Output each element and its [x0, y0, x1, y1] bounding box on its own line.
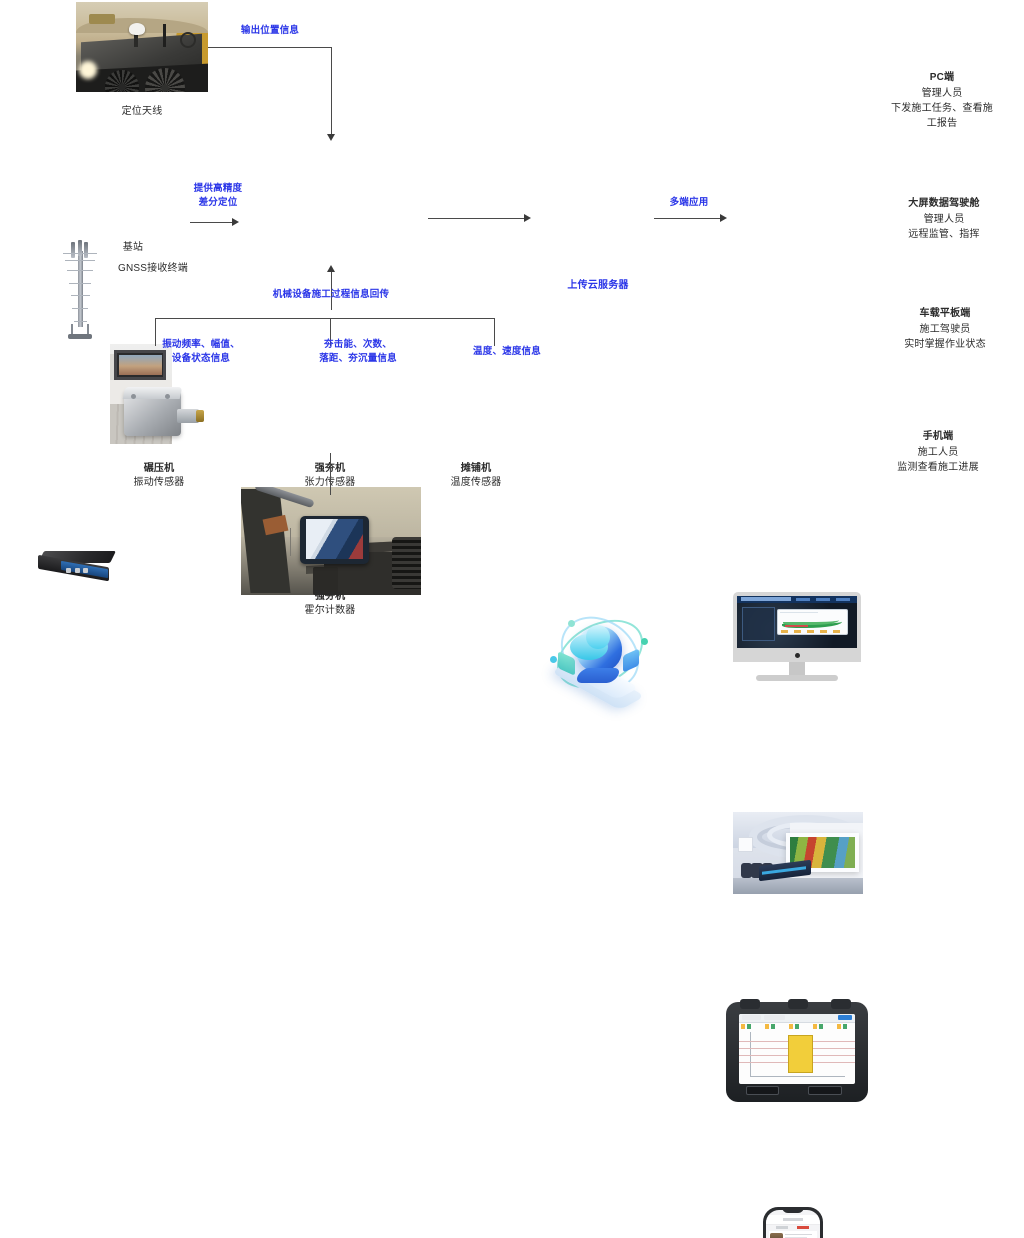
- paver-info-line1: 温度、速度信息: [473, 346, 541, 357]
- pc-terminal-title: PC端: [929, 72, 955, 83]
- sensor-drop-paver: [494, 318, 495, 346]
- roller-info-line1: 振动频率、幅值、: [162, 339, 240, 350]
- roller-equipment-name: 碾压机: [143, 463, 175, 474]
- pc-terminal-desc-line2: 工报告: [926, 118, 958, 129]
- paver-equipment-name: 摊铺机: [460, 463, 492, 474]
- vehicle-tablet-title: 车载平板端: [919, 308, 971, 319]
- mobile-terminal-image: [763, 1207, 823, 1238]
- flow-label-multi-terminal: 多端应用: [669, 197, 709, 208]
- connector-base-to-tablet: [190, 222, 234, 223]
- connector-cloud-to-terminals: [654, 218, 722, 219]
- antenna-photo: [76, 2, 208, 92]
- gnss-receiver-icon: [36, 548, 120, 584]
- arrow-into-tablet-top: [327, 134, 335, 141]
- arrow-tablet-to-cloud: [524, 214, 531, 222]
- vehicle-tablet-role: 施工驾驶员: [919, 324, 971, 335]
- rammer-info-line1: 夯击能、次数、: [324, 339, 392, 350]
- flow-label-position-output: 输出位置信息: [240, 25, 300, 36]
- diagram-canvas: 定位天线 输出位置信息 基站 GNSS接收终端: [36, 2, 993, 1238]
- arrow-cloud-to-terminals: [720, 214, 727, 222]
- flow-label-differential-l1: 提供高精度: [193, 183, 243, 194]
- onboard-tablet-photo: [241, 487, 421, 595]
- hall-sensor-name: 霍尔计数器: [304, 605, 356, 616]
- roller-info-line2: 设备状态信息: [171, 353, 231, 364]
- big-screen-cockpit-image: [733, 812, 863, 894]
- cloud-server-caption: 上传云服务器: [567, 280, 629, 291]
- rammer-sensor-name: 张力传感器: [277, 475, 383, 490]
- vibration-sensor-image: [113, 380, 205, 452]
- vehicle-tablet-image: [726, 999, 868, 1102]
- pc-terminal-desc-line1: 下发施工任务、查看施: [891, 103, 993, 114]
- pc-terminal-role: 管理人员: [921, 88, 963, 99]
- mobile-terminal-desc-line1: 监测查看施工进展: [897, 462, 979, 473]
- vehicle-tablet-desc-line1: 实时掌握作业状态: [904, 339, 986, 350]
- hall-equipment-name: 强夯机: [314, 591, 346, 602]
- cockpit-terminal-role: 管理人员: [923, 214, 965, 225]
- cockpit-terminal-title: 大屏数据驾驶舱: [908, 198, 980, 209]
- sensor-drop-rammer: [330, 318, 331, 346]
- base-station-caption: 基站: [122, 242, 144, 253]
- connector-antenna-top: [208, 47, 332, 48]
- connector-antenna-down: [331, 47, 332, 135]
- cloud-server-icon: [545, 601, 655, 711]
- mobile-terminal-title: 手机端: [922, 431, 954, 442]
- connector-rammer-to-hall: [330, 453, 331, 495]
- roller-sensor-name: 振动传感器: [133, 477, 185, 488]
- connector-sensors-to-tablet: [331, 272, 332, 310]
- mobile-terminal-role: 施工人员: [917, 447, 959, 458]
- cockpit-terminal-desc-line1: 远程监管、指挥: [908, 229, 980, 240]
- arrow-sensors-to-tablet: [327, 265, 335, 272]
- connector-tablet-to-cloud: [428, 218, 526, 219]
- sensor-bus-horizontal: [155, 318, 495, 319]
- flow-label-upload-feedback: 机械设备施工过程信息回传: [272, 289, 390, 300]
- antenna-caption: 定位天线: [121, 106, 163, 117]
- base-station-tower-icon: [52, 236, 108, 342]
- arrow-base-to-tablet: [232, 218, 239, 226]
- rammer-equipment-name: 强夯机: [277, 461, 383, 476]
- sensor-drop-roller: [155, 318, 156, 346]
- pc-terminal-image: [733, 592, 861, 684]
- gnss-receiver-caption: GNSS接收终端: [118, 263, 188, 274]
- flow-label-differential-l2: 差分定位: [198, 197, 238, 208]
- rammer-info-line2: 落距、夯沉量信息: [319, 353, 397, 364]
- paver-sensor-name: 温度传感器: [450, 477, 502, 488]
